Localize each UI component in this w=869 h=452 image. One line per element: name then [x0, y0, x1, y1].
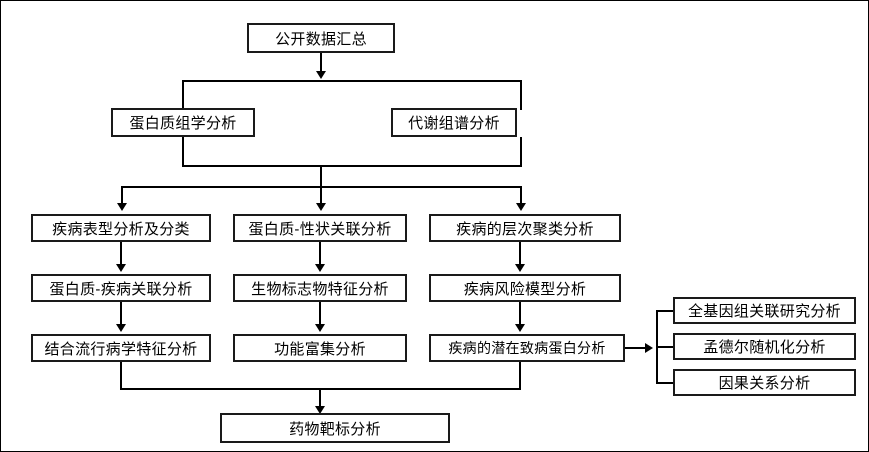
node-biomarker-feature-analysis[interactable]: 生物标志物特征分析 [233, 274, 407, 302]
node-causal-relationship-analysis[interactable]: 因果关系分析 [673, 369, 856, 396]
connector-to-side-bus [625, 347, 647, 349]
arrow-root-down [316, 71, 326, 79]
connector-side-stub-1 [656, 310, 673, 312]
arrow-col1-r1-r2 [116, 264, 126, 272]
node-functional-enrichment-analysis[interactable]: 功能富集分析 [233, 334, 407, 362]
connector-fanout-col3 [520, 186, 522, 205]
arrow-fanout-col2 [316, 203, 326, 211]
connector-bottom-merge-down [319, 388, 321, 410]
connector-side-stub-2 [656, 346, 673, 348]
connector-col3-r2-r3 [519, 302, 521, 326]
node-proteomics-analysis[interactable]: 蛋白质组学分析 [111, 108, 255, 137]
node-disease-phenotype-classification[interactable]: 疾病表型分析及分类 [31, 214, 211, 242]
connector-split-bar-top [182, 80, 522, 82]
connector-fanout-col1 [121, 186, 123, 205]
connector-merge-bar [182, 165, 522, 167]
node-disease-risk-model[interactable]: 疾病风险模型分析 [429, 274, 621, 302]
node-drug-target-analysis[interactable]: 药物靶标分析 [220, 413, 450, 443]
arrow-col2-r2-r3 [315, 324, 325, 332]
arrow-fanout-col3 [516, 203, 526, 211]
connector-col2-r1-r2 [319, 242, 321, 266]
node-protein-trait-association[interactable]: 蛋白质-性状关联分析 [233, 214, 407, 242]
connector-metabolomics-down [520, 137, 522, 167]
connector-col3-r1-r2 [519, 242, 521, 266]
connector-split-left-down [182, 80, 184, 110]
connector-split-right-down [520, 80, 522, 110]
arrow-to-side-bus [645, 343, 653, 353]
arrow-fanout-col1 [117, 203, 127, 211]
connector-col3-down-bottom [519, 362, 521, 390]
node-potential-pathogenic-protein[interactable]: 疾病的潜在致病蛋白分析 [429, 334, 625, 362]
connector-side-stub-3 [656, 382, 673, 384]
node-gwas-analysis[interactable]: 全基因组关联研究分析 [673, 297, 856, 324]
arrow-col1-r2-r3 [116, 324, 126, 332]
connector-merge-down [320, 165, 322, 187]
connector-proteomics-down [182, 137, 184, 167]
arrow-col2-r1-r2 [315, 264, 325, 272]
connector-col1-down-bottom [120, 362, 122, 390]
arrow-terminal-down [315, 406, 325, 414]
connector-col1-r2-r3 [120, 302, 122, 326]
node-disease-hierarchical-clustering[interactable]: 疾病的层次聚类分析 [429, 214, 621, 242]
arrow-col3-r1-r2 [515, 264, 525, 272]
connector-fanout-col2 [320, 186, 322, 205]
arrow-col3-r2-r3 [515, 324, 525, 332]
node-metabolomics-analysis[interactable]: 代谢组谱分析 [391, 108, 517, 137]
connector-col1-r1-r2 [120, 242, 122, 266]
node-epidemiology-feature-analysis[interactable]: 结合流行病学特征分析 [31, 334, 211, 362]
node-protein-disease-association[interactable]: 蛋白质-疾病关联分析 [31, 274, 211, 302]
connector-col2-r2-r3 [319, 302, 321, 326]
node-mendelian-randomization[interactable]: 孟德尔随机化分析 [673, 333, 856, 360]
connector-root-down [320, 53, 322, 73]
node-public-data-summary[interactable]: 公开数据汇总 [247, 23, 395, 53]
